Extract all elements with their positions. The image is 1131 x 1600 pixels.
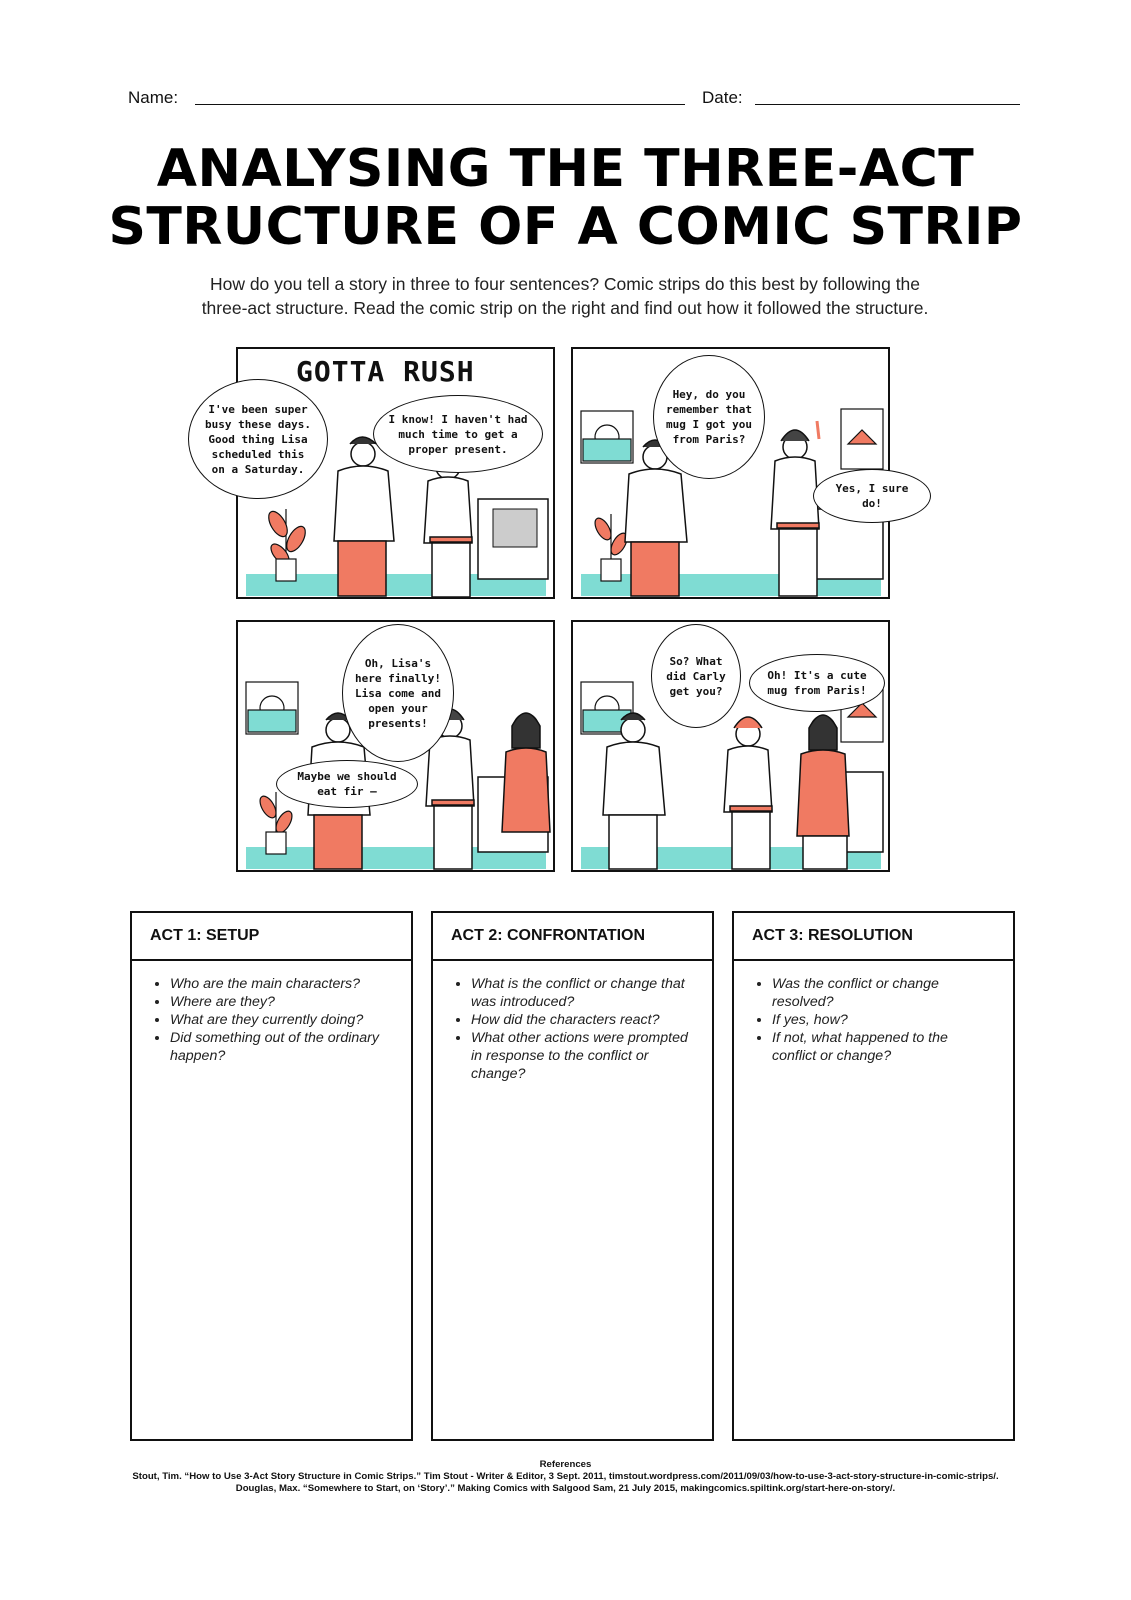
- cabinet: [842, 771, 884, 853]
- bubble-line: I've been super: [208, 402, 308, 416]
- act-1-title: ACT 1: SETUP: [132, 913, 411, 961]
- act-1-box[interactable]: ACT 1: SETUP Who are the main characters…: [130, 911, 413, 1441]
- page-title-line2: STRUCTURE OF A COMIC STRIP: [108, 197, 1023, 257]
- act-2-box[interactable]: ACT 2: CONFRONTATION What is the conflic…: [431, 911, 714, 1441]
- bubble-line: presents!: [368, 716, 428, 730]
- bubble-line: mug I got you: [665, 418, 753, 431]
- act-2-title: ACT 2: CONFRONTATION: [433, 913, 712, 961]
- question-item: How did the characters react?: [471, 1011, 694, 1029]
- speech-bubble-p1-a: I've been super busy these days. Good th…: [188, 379, 328, 499]
- bubble-line: Hey, do you: [672, 388, 746, 401]
- speech-bubble-p1-b: I know! I haven't had much time to get a…: [373, 395, 543, 473]
- bubble-line: busy these days.: [205, 417, 311, 431]
- date-line[interactable]: [755, 104, 1020, 105]
- bubble-line: from Paris?: [672, 433, 746, 446]
- bubble-line: on a Saturday.: [211, 462, 305, 476]
- act-3-questions: Was the conflict or change resolved? If …: [734, 975, 1013, 1065]
- bubble-line: much time to get a: [398, 427, 518, 441]
- speech-bubble-p2-b: Yes, I sure do!: [813, 469, 931, 523]
- page-title-line1: ANALYSING THE THREE-ACT: [156, 139, 975, 199]
- intro-line2: three-act structure. Read the comic stri…: [201, 298, 929, 318]
- bubble-line: eat fir —: [317, 785, 377, 798]
- wall-painting-icon: [245, 681, 299, 735]
- plant-icon: [594, 514, 628, 582]
- speech-bubble-p3-a: Oh, Lisa's here finally! Lisa come and o…: [342, 624, 454, 762]
- question-item: Where are they?: [170, 993, 393, 1011]
- bubble-line: Good thing Lisa: [208, 432, 308, 446]
- comic-panel-4: So? What did Carly get you? Oh! It's a c…: [571, 620, 890, 872]
- bubble-line: Yes, I sure do!: [835, 482, 909, 510]
- bubble-line: So? What: [669, 654, 723, 668]
- bubble-line: I know! I haven't had: [388, 412, 528, 426]
- speech-bubble-p2-a: Hey, do you remember that mug I got you …: [653, 355, 765, 479]
- bubble-line: open your: [368, 701, 428, 715]
- reference-2: Douglas, Max. “Somewhere to Start, on ‘S…: [235, 1483, 896, 1494]
- woman-figure: [770, 420, 821, 597]
- man-figure: [333, 436, 395, 597]
- cabinet-grille: [492, 508, 538, 548]
- woman-figure: [723, 716, 773, 870]
- comic-panel-2: Hey, do you remember that mug I got you …: [571, 347, 931, 599]
- wall-painting-icon: [580, 410, 634, 464]
- panel-4-scene: [580, 681, 884, 870]
- lisa-figure: [796, 714, 850, 870]
- bubble-line: get you?: [669, 684, 723, 698]
- name-label: Name:: [128, 88, 179, 107]
- bubble-line: Lisa come and: [354, 686, 442, 700]
- date-label: Date:: [702, 88, 743, 107]
- exclamation-icon: [815, 420, 821, 440]
- lisa-figure: [501, 712, 551, 833]
- bubble-line: did Carly: [666, 669, 726, 683]
- speech-bubble-p4-a: So? What did Carly get you?: [651, 624, 741, 728]
- references-heading: References: [539, 1459, 592, 1470]
- wall-art-icon: [840, 408, 884, 470]
- reference-1: Stout, Tim. “How to Use 3-Act Story Stru…: [132, 1471, 999, 1482]
- question-item: Did something out of the ordinary happen…: [170, 1029, 393, 1065]
- bubble-line: Oh! It's a cute: [767, 669, 867, 682]
- bubble-line: Oh, Lisa's: [364, 656, 432, 670]
- question-item: What is the conflict or change that was …: [471, 975, 694, 1011]
- question-item: What are they currently doing?: [170, 1011, 393, 1029]
- speech-bubble-p3-b: Maybe we should eat fir —: [276, 760, 418, 808]
- floor: [246, 574, 546, 596]
- wall-painting-icon: [580, 681, 634, 735]
- name-line[interactable]: [195, 104, 685, 105]
- comic-panel-1: GOTTA RUSH I've been super busy these da…: [188, 347, 555, 599]
- act-2-questions: What is the conflict or change that was …: [433, 975, 712, 1083]
- act-3-box[interactable]: ACT 3: RESOLUTION Was the conflict or ch…: [732, 911, 1015, 1441]
- intro-text: How do you tell a story in three to four…: [150, 272, 980, 320]
- bubble-line: here finally!: [354, 671, 442, 685]
- comic-panel-3: Oh, Lisa's here finally! Lisa come and o…: [236, 620, 555, 872]
- man-figure: [602, 712, 666, 870]
- question-item: If yes, how?: [772, 1011, 995, 1029]
- plant-icon: [268, 509, 306, 582]
- references: References Stout, Tim. “How to Use 3-Act…: [0, 1459, 1131, 1495]
- plant-icon: [259, 792, 293, 855]
- act-3-title: ACT 3: RESOLUTION: [734, 913, 1013, 961]
- act-1-questions: Who are the main characters? Where are t…: [132, 975, 411, 1065]
- bubble-line: mug from Paris!: [767, 684, 867, 697]
- question-item: Was the conflict or change resolved?: [772, 975, 995, 1011]
- question-item: What other actions were prompted in resp…: [471, 1029, 694, 1083]
- question-item: If not, what happened to the conflict or…: [772, 1029, 995, 1065]
- bubble-line: scheduled this: [211, 447, 305, 461]
- bubble-line: Maybe we should: [297, 770, 397, 783]
- bubble-line: remember that: [665, 403, 753, 416]
- comic-strip-title: GOTTA RUSH: [296, 355, 475, 388]
- intro-line1: How do you tell a story in three to four…: [209, 274, 921, 294]
- speech-bubble-p4-b: Oh! It's a cute mug from Paris!: [749, 654, 885, 712]
- bubble-line: proper present.: [408, 442, 508, 456]
- question-item: Who are the main characters?: [170, 975, 393, 993]
